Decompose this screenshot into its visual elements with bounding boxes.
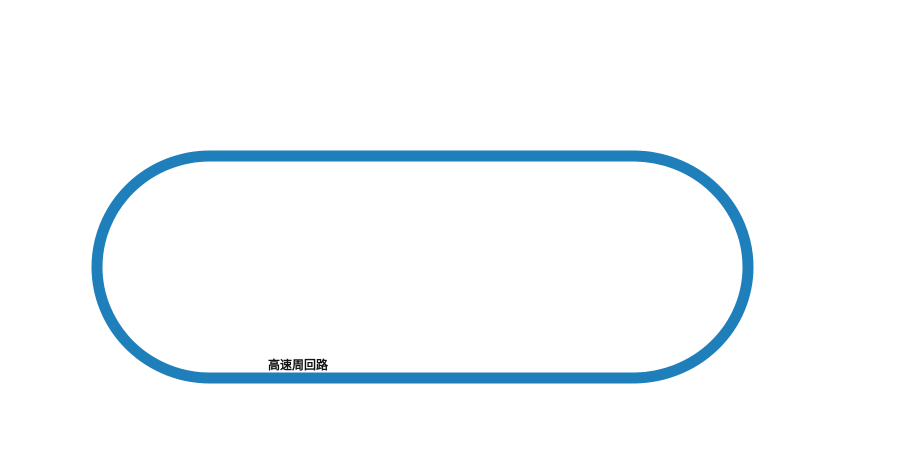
high-speed-circuit-track [91, 150, 754, 384]
track-label: 高速周回路 [268, 358, 329, 372]
